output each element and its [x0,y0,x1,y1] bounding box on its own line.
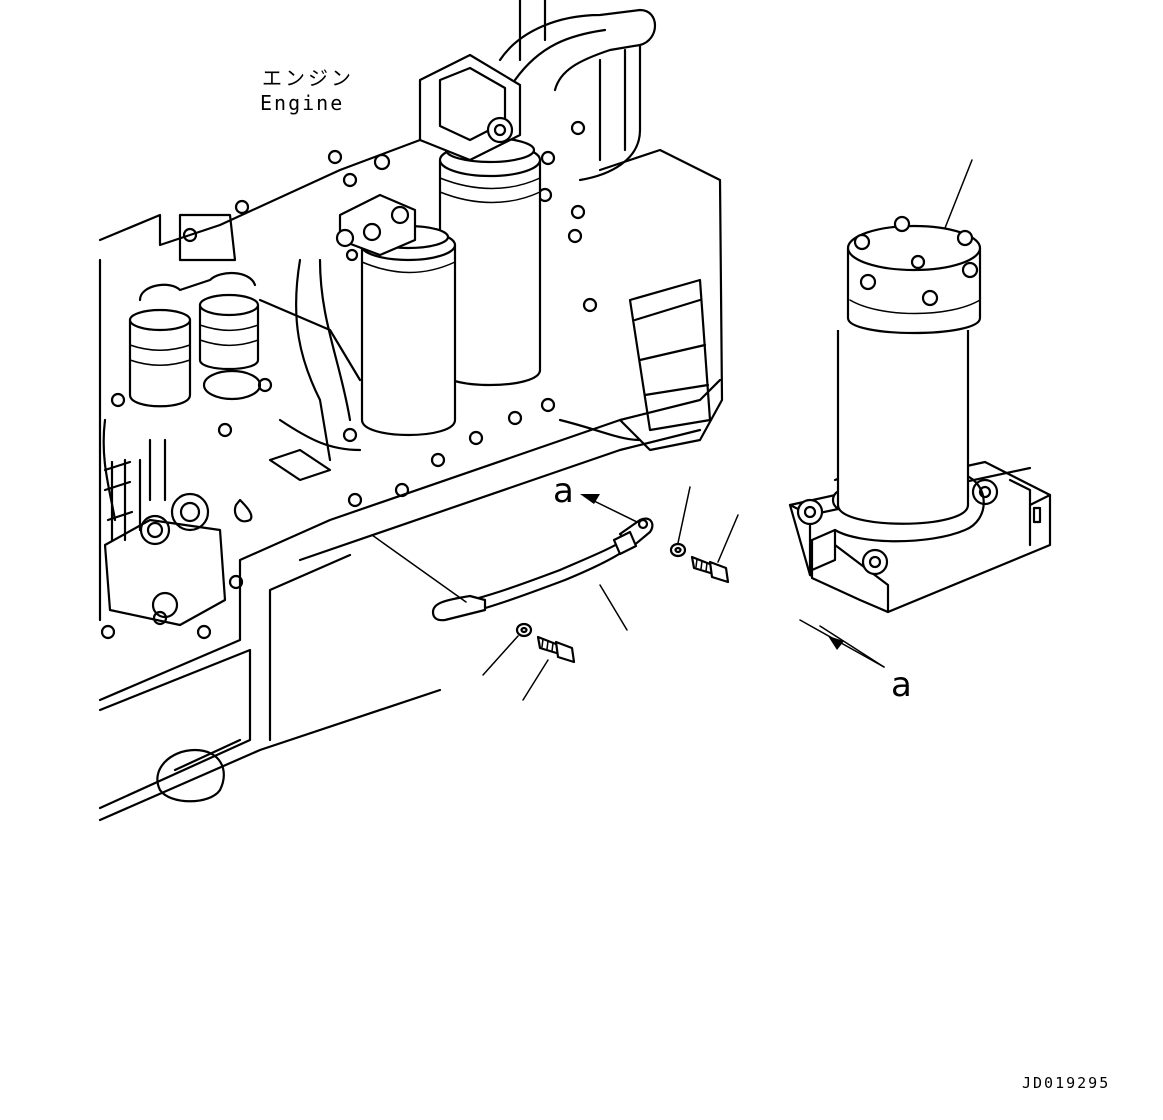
washer-bottom [515,622,533,638]
leader-washer-bottom [482,635,519,676]
bolt-top [690,555,730,584]
view-arrow-bottom [799,619,885,668]
leader-mount-point [371,534,467,603]
leader-washer-top [677,486,691,544]
ground-cable [431,517,654,622]
leader-lines [371,159,973,701]
leader-cable [599,584,628,631]
fuel-filters-large [335,53,542,437]
leader-bolt-bottom [522,659,549,701]
leader-bolt-top [717,514,739,563]
filter-unit-right [788,215,1052,614]
washer-top [669,542,687,558]
bolt-bottom [536,635,576,664]
engine-label: Engine [260,91,345,115]
view-arrow-top [580,494,638,523]
fuel-filters-small [128,213,262,408]
engine-label-japanese: エンジン [262,66,354,90]
view-a-label-bottom: a [891,665,912,705]
drawing-number: JD019295 [1022,1074,1111,1092]
leader-filter-unit [944,159,973,229]
engine-block [98,0,724,822]
view-a-label-top: a [553,471,574,511]
